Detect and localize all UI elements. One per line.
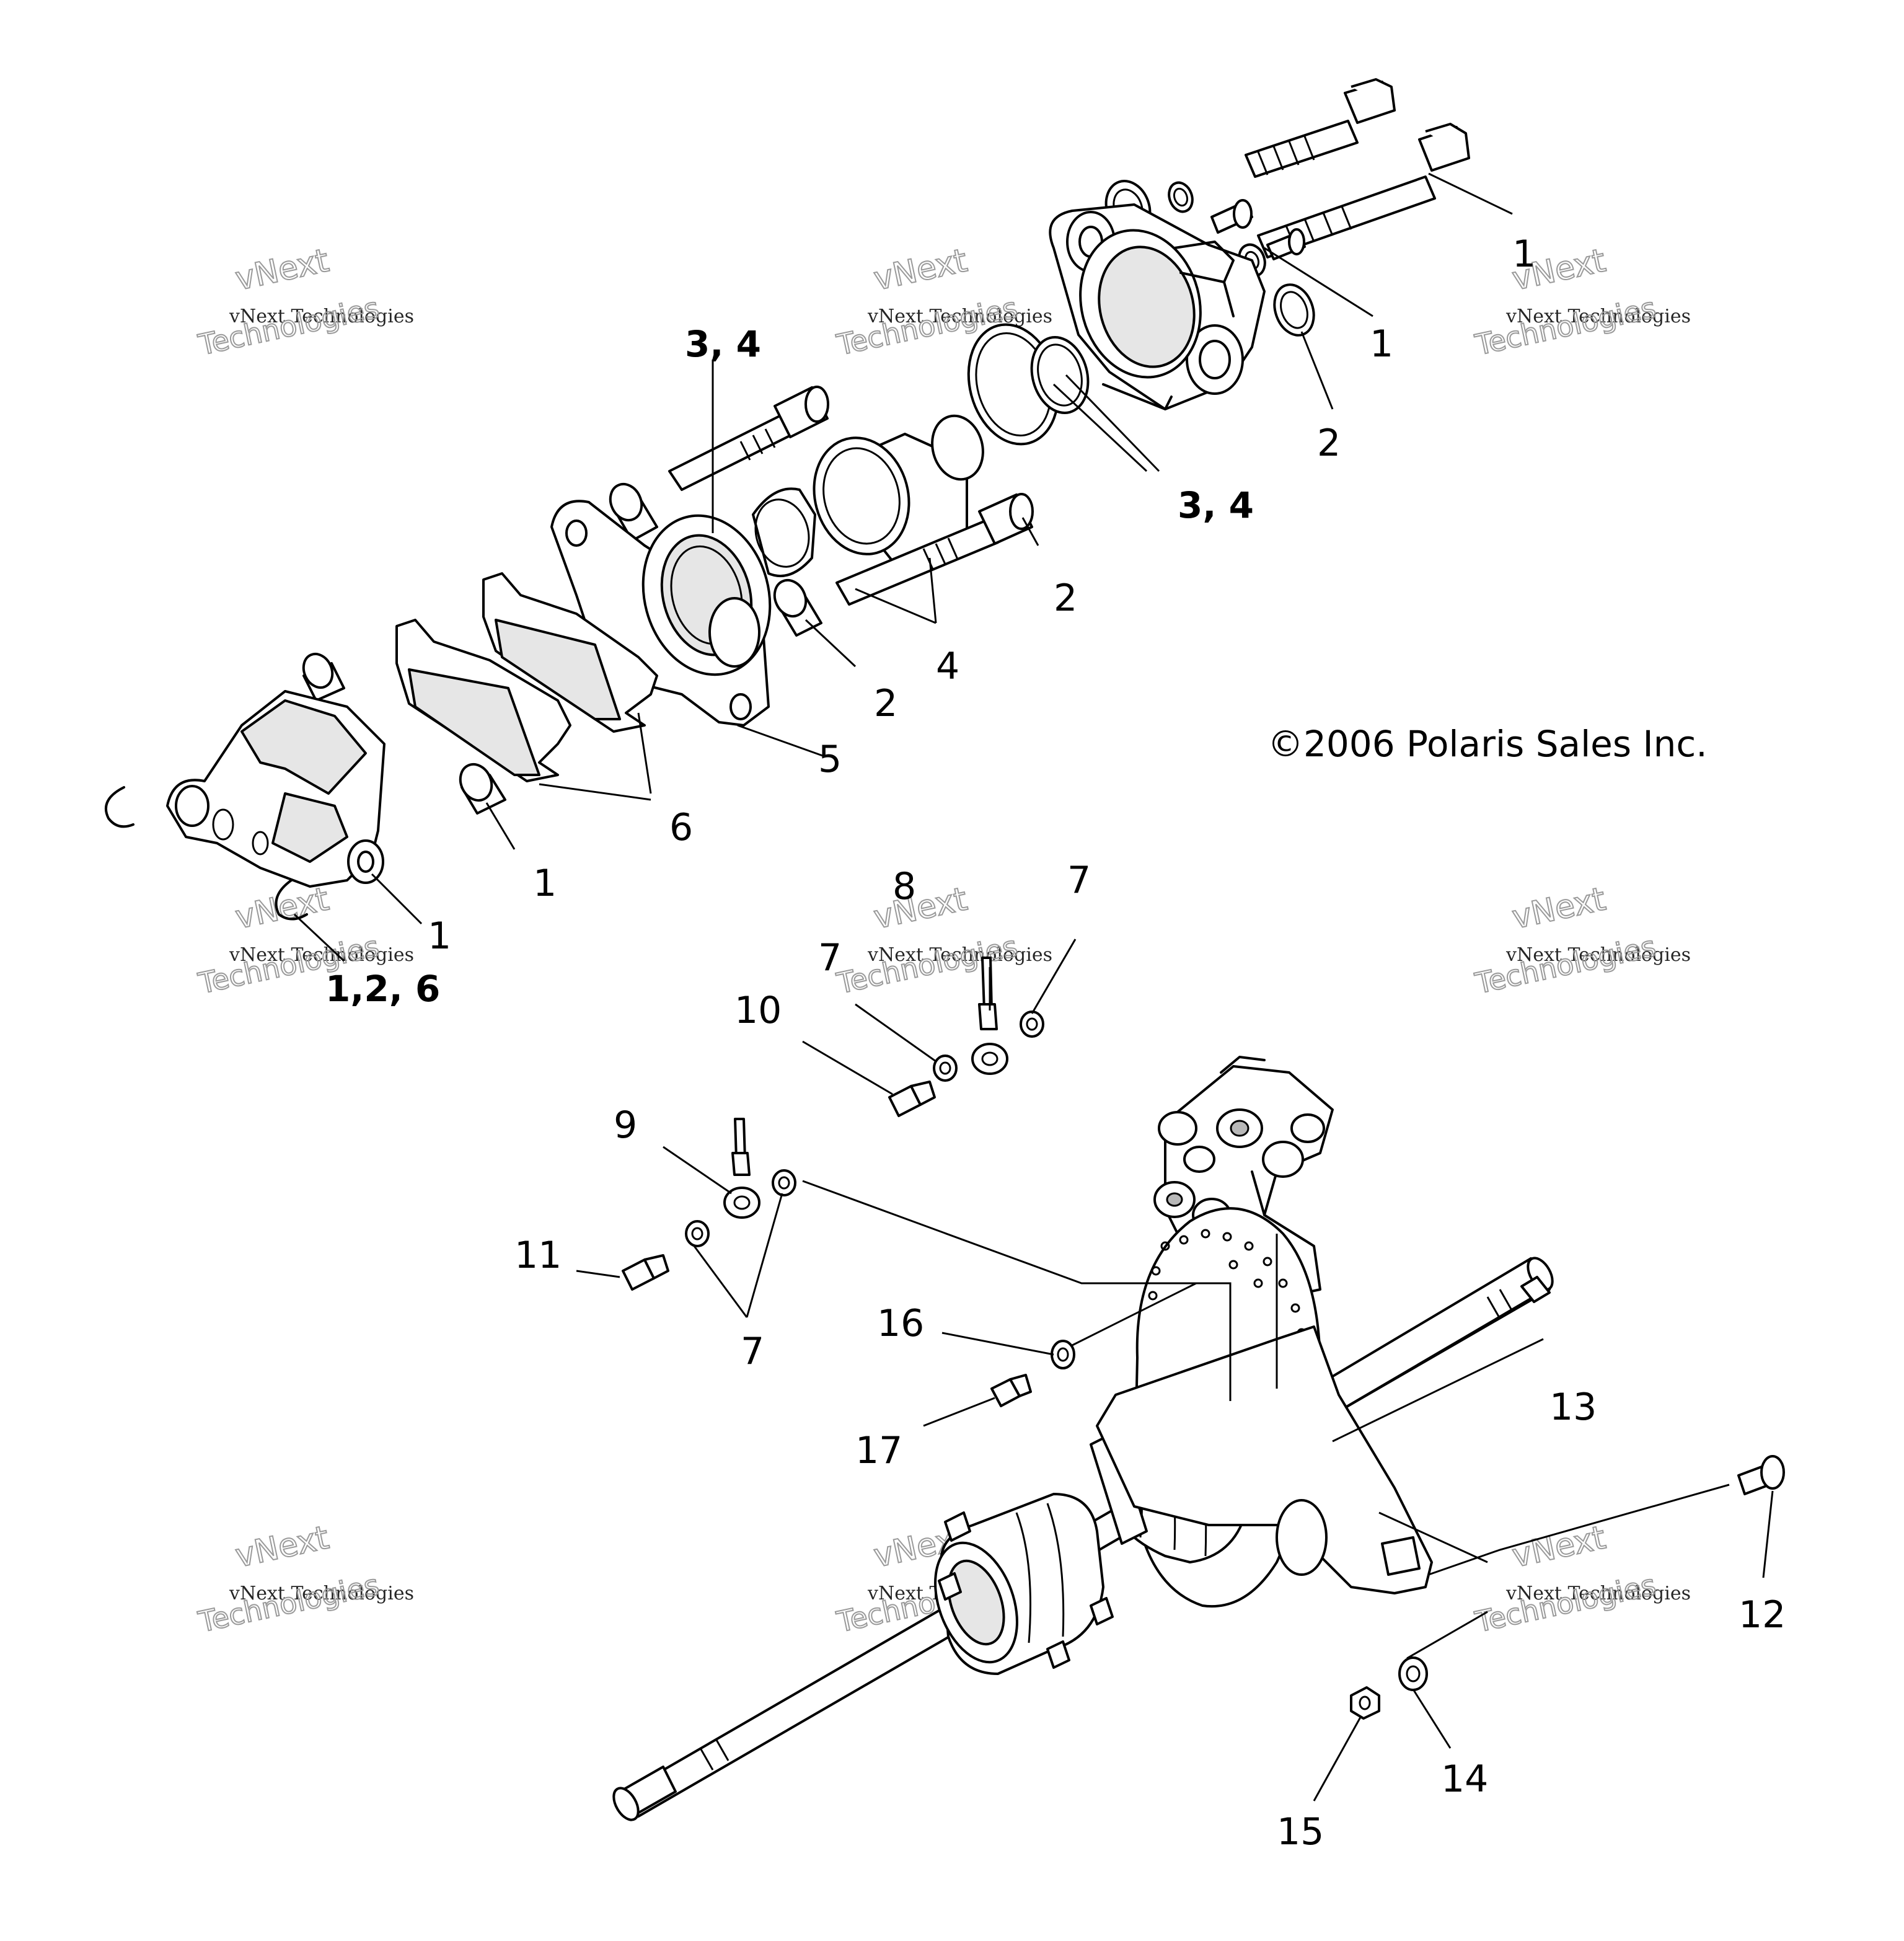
watermark-line1: vNext — [232, 1519, 332, 1575]
watermark-line2: vNext Technologies — [229, 306, 414, 327]
wheel-stud — [938, 1572, 962, 1601]
callout-label: 2 — [874, 682, 897, 725]
callout-label: 7 — [818, 936, 842, 979]
callout-label: 14 — [1441, 1758, 1488, 1801]
seal-ring — [1168, 181, 1194, 213]
watermark-line2: vNext Technologies — [229, 944, 414, 966]
pad-pin — [302, 652, 345, 702]
wheel-stud — [1090, 1597, 1114, 1625]
axle-assembly — [612, 957, 1785, 1821]
watermark-line2: vNext Technologies — [867, 306, 1052, 327]
callout-label: 1,2, 6 — [325, 968, 440, 1010]
callout-label: 8 — [892, 865, 916, 908]
piston-seal-small — [1030, 336, 1090, 414]
callout-label: 7 — [1067, 859, 1091, 902]
crush-washer — [1020, 1010, 1044, 1038]
copyright-text: ©2006 Polaris Sales Inc. — [1267, 723, 1708, 765]
callout-label: 12 — [1739, 1593, 1786, 1637]
callout-label: 1 — [533, 862, 557, 905]
watermark-line1: vNext — [871, 880, 971, 936]
crush-washer — [685, 1220, 710, 1247]
brake-line-lower — [723, 1118, 760, 1219]
bushing — [609, 482, 658, 542]
caliper-bolt-upper — [1245, 78, 1396, 178]
callout-label: 16 — [877, 1302, 924, 1345]
axle-bracket-plate — [1096, 1325, 1433, 1594]
callout-label: 11 — [514, 1234, 562, 1277]
watermark: vNext vNext Technologies Technologies — [833, 880, 1052, 1001]
caliper-bracket — [550, 500, 772, 727]
callout-label: 4 — [936, 645, 959, 688]
watermark-line2: vNext Technologies — [1505, 944, 1691, 966]
bolt-17 — [990, 1374, 1032, 1407]
watermark: vNext vNext Technologies Technologies — [195, 1518, 414, 1639]
bleeder-fitting — [1266, 228, 1306, 260]
callout-label: 17 — [855, 1429, 902, 1472]
brake-pad-outer — [395, 619, 571, 782]
crush-washer — [933, 1055, 958, 1082]
caliper-exploded-view — [105, 78, 1470, 921]
banjo-bolt — [622, 1254, 669, 1291]
watermark: vNext vNext Technologies Technologies — [195, 241, 414, 362]
wheel-stud — [944, 1511, 971, 1542]
o-ring — [1273, 283, 1315, 337]
watermark-line3: Technologies — [195, 291, 382, 361]
watermark: vNext vNext Technologies Technologies — [1471, 880, 1691, 1001]
washer-14 — [1398, 1656, 1428, 1691]
wheel-hub — [934, 1493, 1114, 1675]
slide-pin — [835, 493, 1034, 606]
callout-labels: 1 1 2 3, 4 3, 4 2 4 2 5 6 1 1 1,2, 6 8 7… — [325, 232, 1786, 1854]
callout-label: 6 — [669, 806, 693, 849]
watermark-line2: vNext Technologies — [1505, 1583, 1691, 1604]
bolt-12 — [1737, 1455, 1785, 1495]
leader-lines — [293, 172, 1774, 1802]
watermark-line1: vNext — [232, 242, 332, 298]
callout-label: 3, 4 — [685, 323, 761, 365]
callout-label: 3, 4 — [1178, 484, 1254, 526]
callout-label: 1 — [428, 914, 451, 958]
callout-label: 5 — [818, 738, 842, 781]
callout-label: 9 — [614, 1103, 637, 1147]
watermark-line1: vNext — [1509, 1519, 1609, 1575]
callout-label: 1 — [1512, 232, 1536, 276]
piston-ring — [752, 487, 816, 578]
watermark: vNext vNext Technologies Technologies — [1471, 1518, 1691, 1639]
wheel-stud — [1046, 1640, 1070, 1669]
watermark-line2: vNext Technologies — [867, 944, 1052, 966]
nut-15 — [1350, 1686, 1380, 1720]
watermark-line3: Technologies — [1472, 929, 1659, 1000]
brake-pad-inner — [482, 572, 658, 733]
callout-label: 13 — [1549, 1386, 1597, 1429]
caliper-piston — [813, 414, 984, 562]
retaining-clip — [105, 786, 134, 828]
bleeder-fitting — [1210, 199, 1253, 234]
callout-label: 2 — [1317, 422, 1341, 465]
callout-label: 15 — [1277, 1810, 1324, 1854]
watermark-line1: vNext — [1509, 880, 1609, 936]
watermark-line2: vNext Technologies — [229, 1583, 414, 1604]
watermark: vNext vNext Technologies Technologies — [1471, 241, 1691, 362]
callout-label: 10 — [734, 989, 782, 1032]
watermark-line3: Technologies — [1472, 291, 1659, 361]
callout-label: 2 — [1054, 577, 1077, 620]
watermark-line2: vNext Technologies — [1505, 306, 1691, 327]
banjo-bolt — [888, 1081, 936, 1117]
disc-holes — [1148, 1229, 1310, 1366]
caliper-housing-inner — [166, 690, 386, 888]
callout-label: 7 — [741, 1330, 764, 1373]
washer-16 — [1051, 1340, 1075, 1369]
pad-pin — [459, 763, 506, 815]
watermark-line3: Technologies — [1472, 1568, 1659, 1638]
watermark-line3: Technologies — [195, 1568, 382, 1638]
crush-washer — [772, 1169, 796, 1196]
caliper-housing-outer — [1049, 203, 1266, 410]
watermark-line1: vNext — [871, 242, 971, 298]
callout-label: 1 — [1370, 322, 1393, 366]
slide-pin — [668, 386, 829, 491]
